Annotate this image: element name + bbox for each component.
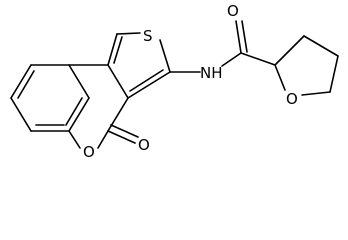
atom-thf-oxygen: O bbox=[286, 90, 298, 108]
benzene-ring bbox=[10, 64, 90, 132]
amide-linkage bbox=[169, 20, 276, 73]
bond bbox=[235, 20, 242, 54]
double-bond-inner bbox=[110, 124, 139, 138]
bond bbox=[329, 55, 339, 93]
bond bbox=[68, 130, 81, 149]
bond bbox=[303, 35, 339, 57]
bond bbox=[240, 52, 276, 66]
atom-amide-oxygen: O bbox=[227, 2, 239, 20]
bond bbox=[107, 130, 136, 144]
double-bond-inner bbox=[241, 20, 248, 53]
bond bbox=[97, 130, 109, 149]
bond bbox=[68, 64, 90, 99]
thf-ring bbox=[274, 35, 339, 96]
bond bbox=[107, 33, 118, 66]
bond bbox=[221, 52, 242, 67]
bond bbox=[116, 32, 141, 35]
bond bbox=[10, 64, 32, 99]
bond bbox=[301, 91, 331, 96]
molecule-structure: S NH O O O O bbox=[10, 2, 339, 161]
double-bond-inner bbox=[17, 70, 35, 99]
atom-carbonyl-oxygen: O bbox=[138, 136, 150, 154]
bond bbox=[10, 97, 32, 132]
atom-amide-nitrogen: NH bbox=[200, 64, 223, 82]
bond bbox=[274, 64, 286, 91]
lactone-carbonyl bbox=[107, 124, 139, 144]
atom-lactone-oxygen: O bbox=[83, 143, 95, 161]
bond bbox=[127, 71, 171, 99]
double-bond-inner bbox=[129, 69, 164, 92]
bond bbox=[68, 97, 90, 132]
bond bbox=[159, 39, 171, 73]
thiophene-ring bbox=[107, 32, 171, 99]
bond bbox=[274, 35, 305, 66]
bond bbox=[107, 64, 129, 99]
bond bbox=[107, 97, 129, 132]
double-bond-inner bbox=[113, 36, 123, 64]
double-bond-inner bbox=[65, 97, 83, 126]
atom-sulfur: S bbox=[143, 27, 153, 45]
